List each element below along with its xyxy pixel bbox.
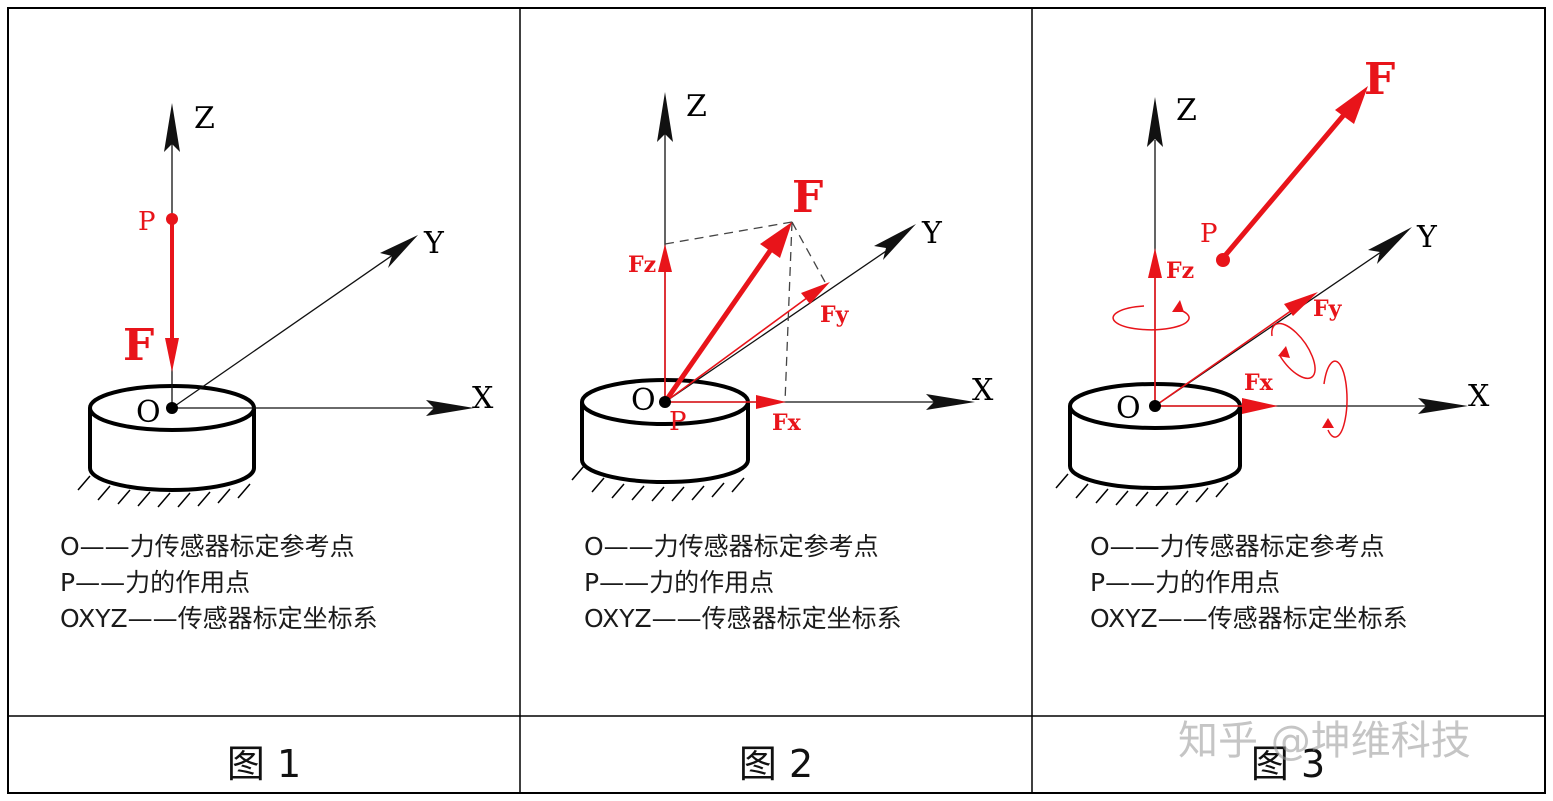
origin-label: O xyxy=(1116,391,1141,426)
force-label: F xyxy=(123,320,154,371)
force-arrowhead xyxy=(1335,86,1368,124)
fy-label: Fy xyxy=(1313,296,1343,322)
ground-hatching xyxy=(77,475,251,508)
x-axis-label: X xyxy=(1468,379,1490,414)
figure-2-caption: 图 2 xyxy=(738,742,814,786)
point-p xyxy=(1216,253,1230,267)
legend-line: O——力传感器标定参考点 xyxy=(584,532,879,561)
y-axis-label: Y xyxy=(1416,220,1438,255)
axes xyxy=(664,130,950,403)
origin-point xyxy=(1149,400,1161,412)
z-axis-label: Z xyxy=(686,89,707,124)
force-components xyxy=(664,265,816,403)
figure-3-caption: 图 3 xyxy=(1250,742,1326,786)
figure-3-diagram: Z Y X O P F Fz Fy Fx xyxy=(1055,54,1490,507)
moment-arrows xyxy=(1112,305,1348,438)
x-axis-arrowhead xyxy=(926,394,975,410)
point-p-label: P xyxy=(669,407,687,437)
axes xyxy=(1154,140,1442,407)
y-axis-arrowhead xyxy=(1368,227,1412,264)
legend-line: OXYZ——传感器标定坐标系 xyxy=(584,604,902,633)
y-axis-arrowhead xyxy=(380,235,418,268)
force-vector xyxy=(662,246,775,404)
y-axis-arrowhead xyxy=(874,224,916,260)
z-axis-arrowhead xyxy=(164,103,180,152)
projection-lines xyxy=(664,221,826,403)
fz-label: Fz xyxy=(1166,258,1194,284)
fx-label: Fx xyxy=(1244,370,1274,396)
ground-hatching xyxy=(1055,473,1229,507)
figure-2-diagram: Z Y X O P F Fz Fy Fx xyxy=(571,89,994,502)
axes xyxy=(171,140,448,409)
fy-arrowhead xyxy=(801,282,830,304)
point-p-label: P xyxy=(138,207,156,237)
legend-line: O——力传感器标定参考点 xyxy=(1090,532,1385,561)
force-arrowhead xyxy=(165,338,179,372)
fz-label: Fz xyxy=(628,252,656,278)
force-label: F xyxy=(792,172,823,223)
origin-point xyxy=(659,396,671,408)
force-components xyxy=(1154,272,1296,407)
y-axis-label: Y xyxy=(423,226,445,261)
moment-z-arrowhead xyxy=(1172,300,1184,312)
moment-x-arrowhead xyxy=(1322,418,1334,428)
legend-line: OXYZ——传感器标定坐标系 xyxy=(60,604,378,633)
figure-1-legend: O——力传感器标定参考点 P——力的作用点 OXYZ——传感器标定坐标系 xyxy=(60,529,378,637)
force-arrowhead xyxy=(760,222,792,258)
x-axis-label: X xyxy=(472,381,494,416)
legend-line: P——力的作用点 xyxy=(1090,568,1281,597)
z-axis-arrowhead xyxy=(1147,97,1163,147)
origin-label: O xyxy=(136,395,161,430)
ground-hatching xyxy=(571,465,745,502)
z-axis-label: Z xyxy=(1176,93,1197,128)
fz-arrowhead xyxy=(658,244,672,272)
figure-1-diagram: Z Y X O P F xyxy=(77,101,494,508)
x-axis-arrowhead xyxy=(1418,398,1468,414)
fx-label: Fx xyxy=(772,410,802,436)
figure-1-caption: 图 1 xyxy=(226,742,302,786)
fx-arrowhead xyxy=(1242,398,1278,414)
figure-2-legend: O——力传感器标定参考点 P——力的作用点 OXYZ——传感器标定坐标系 xyxy=(584,529,902,637)
legend-line: P——力的作用点 xyxy=(584,568,775,597)
z-axis-arrowhead xyxy=(657,92,673,142)
legend-line: O——力传感器标定参考点 xyxy=(60,532,355,561)
y-axis-label: Y xyxy=(921,216,943,251)
point-p-label: P xyxy=(1200,219,1218,249)
watermark: 知乎 @坤维科技 xyxy=(1178,718,1471,764)
force-vector xyxy=(1221,108,1350,260)
origin-label: O xyxy=(631,383,656,418)
point-p xyxy=(166,213,178,225)
fz-arrowhead xyxy=(1148,248,1162,278)
x-axis-arrowhead xyxy=(426,400,474,416)
origin-point xyxy=(166,402,178,414)
legend-line: P——力的作用点 xyxy=(60,568,251,597)
fy-label: Fy xyxy=(820,302,850,328)
fy-arrowhead xyxy=(1284,292,1318,316)
figure-3-legend: O——力传感器标定参考点 P——力的作用点 OXYZ——传感器标定坐标系 xyxy=(1090,529,1408,637)
z-axis-label: Z xyxy=(194,101,215,136)
legend-line: OXYZ——传感器标定坐标系 xyxy=(1090,604,1408,633)
x-axis-label: X xyxy=(972,373,994,408)
force-label: F xyxy=(1364,54,1395,105)
fx-arrowhead xyxy=(756,395,786,409)
moment-y-arrowhead xyxy=(1278,346,1290,358)
